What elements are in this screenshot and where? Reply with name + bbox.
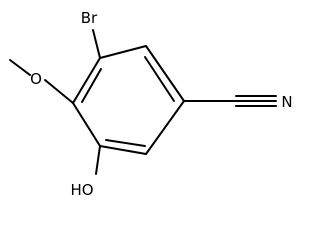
methoxy-oxygen-label: O [30, 70, 42, 88]
ring-double-bond-c1-c6 [81, 68, 102, 103]
ring-double-bond-c2-c3 [144, 56, 175, 102]
ring-bond-c3-c4 [145, 100, 185, 155]
ring-double-bond-c4-c5 [105, 139, 146, 147]
ring-bond-c4-c5 [99, 145, 147, 155]
bond-c1-br [92, 29, 101, 59]
ring-bond-c2-c3 [145, 45, 185, 102]
chemical-structure-diagram: Br O HO N [9, 9, 293, 199]
ring-bond-c1-c2 [99, 45, 147, 59]
atom-label-layer: Br O HO N [30, 9, 293, 199]
bond-c5-oh [95, 145, 101, 175]
bromine-label: Br [81, 9, 98, 27]
hydroxyl-label: HO [70, 181, 93, 199]
bond-c6-o [44, 79, 74, 104]
ring-bond-c6-c1 [72, 57, 101, 104]
ring-bond-c5-c6 [72, 102, 101, 147]
bond-o-ch3 [9, 59, 31, 76]
nitrile-nitrogen-label: N [281, 93, 292, 111]
bond-layer [9, 29, 277, 175]
